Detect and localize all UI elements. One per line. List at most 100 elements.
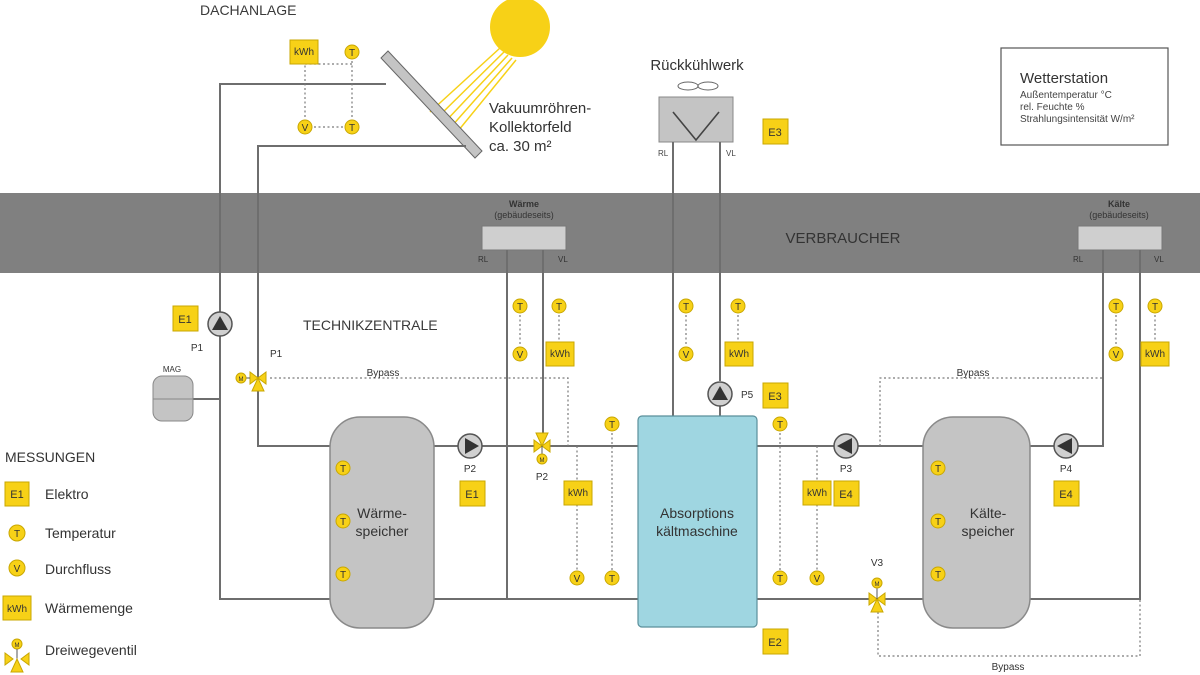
legend-item-waermemenge: kWh Wärmemenge [2, 595, 133, 621]
svg-text:T: T [14, 529, 20, 540]
consumer-heat-box [481, 225, 567, 251]
svg-text:Elektro: Elektro [45, 486, 89, 502]
consumer-heat-vl: VL [558, 255, 568, 264]
pump-p2 [457, 433, 483, 459]
consumer-cold-sub: (gebäudeseits) [1089, 210, 1149, 220]
svg-text:V: V [683, 350, 690, 361]
tank-abs-label-2: kältmaschine [656, 523, 738, 539]
valve-p2-label: P2 [536, 472, 549, 483]
svg-text:kWh: kWh [729, 349, 749, 360]
electric-meter-e4: E4 [1053, 480, 1080, 507]
temperature-sensor: T [772, 570, 788, 586]
legend-item-elektro: E1 Elektro [4, 481, 89, 507]
consumer-cold-title: Kälte [1108, 199, 1130, 209]
electric-meter-e1: E1 [459, 480, 486, 507]
flow-sensor: V [569, 570, 585, 586]
svg-text:kWh: kWh [7, 604, 27, 615]
heat-meter: kWh [802, 480, 832, 506]
svg-text:kWh: kWh [294, 47, 314, 58]
svg-text:kWh: kWh [550, 349, 570, 360]
pump-p5 [707, 381, 733, 407]
weather-title: Wetterstation [1020, 70, 1108, 87]
temperature-sensor: T [604, 570, 620, 586]
svg-text:T: T [349, 123, 355, 134]
sensors: T V T T T V T T V T T V T V T T T V T T … [297, 44, 1163, 586]
flow-sensor: V [1108, 346, 1124, 362]
valve-p1-label: P1 [270, 349, 283, 360]
svg-text:T: T [340, 464, 346, 475]
fan-icon [677, 81, 719, 91]
svg-text:M: M [239, 377, 244, 383]
valve-p1-icon: M [235, 371, 267, 392]
svg-text:Durchfluss: Durchfluss [45, 561, 111, 577]
legend-title: MESSUNGEN [5, 449, 95, 465]
heat-meter: kWh [1140, 341, 1170, 367]
heat-meter: kWh [545, 341, 575, 367]
flow-sensor: V [297, 119, 313, 135]
svg-text:T: T [556, 302, 562, 313]
pump-p4 [1053, 433, 1079, 459]
svg-text:T: T [935, 570, 941, 581]
temperature-sensor: T [678, 298, 694, 314]
heat-meter: kWh [289, 39, 319, 65]
svg-text:E4: E4 [839, 489, 852, 501]
pump-p4-label: P4 [1060, 464, 1073, 475]
collector-label-1: Vakuumröhren- [489, 100, 591, 117]
svg-text:T: T [609, 420, 615, 431]
legend: MESSUNGEN E1 Elektro T Temperatur V Durc… [2, 449, 137, 673]
svg-text:V: V [517, 350, 524, 361]
svg-text:T: T [1152, 302, 1158, 313]
heat-meter: kWh [563, 480, 593, 506]
svg-text:T: T [935, 517, 941, 528]
temperature-sensor: T [1147, 298, 1163, 314]
temperature-sensor: T [1108, 298, 1124, 314]
svg-text:E3: E3 [768, 391, 781, 403]
svg-text:T: T [517, 302, 523, 313]
tank-heat [329, 416, 435, 629]
consumer-cold-box [1077, 225, 1163, 251]
temperature-sensor: T [335, 513, 351, 529]
technik-title: TECHNIKZENTRALE [303, 317, 438, 333]
svg-text:kWh: kWh [807, 488, 827, 499]
cooling-tower-box [658, 96, 734, 143]
valve-p2-icon: M [533, 432, 551, 465]
svg-text:T: T [340, 517, 346, 528]
temperature-sensor: T [772, 416, 788, 432]
collector-label-2: Kollektorfeld [489, 119, 572, 136]
svg-text:M: M [540, 458, 545, 464]
svg-text:Dreiwegeventil: Dreiwegeventil [45, 642, 137, 658]
svg-text:E1: E1 [10, 489, 23, 501]
consumer-cold-vl: VL [1154, 255, 1164, 264]
heat-meters: kWh kWh kWh kWh kWh kWh [289, 39, 1170, 506]
svg-text:E1: E1 [465, 489, 478, 501]
temperature-sensor: T [344, 44, 360, 60]
svg-text:M: M [15, 643, 20, 649]
svg-text:T: T [683, 302, 689, 313]
valve-v3-label: V3 [871, 558, 884, 569]
electric-meter-e3: E3 [762, 382, 789, 409]
svg-text:T: T [777, 574, 783, 585]
flow-sensor: V [512, 346, 528, 362]
band-label: VERBRAUCHER [785, 230, 900, 247]
svg-text:T: T [1113, 302, 1119, 313]
collector-label-3: ca. 30 m² [489, 138, 552, 155]
cooling-tower-label: Rückkühlwerk [650, 57, 744, 74]
temperature-sensor: T [512, 298, 528, 314]
tank-cold-label-2: speicher [962, 523, 1015, 539]
weather-line-1: Außentemperatur °C [1020, 90, 1112, 101]
tank-heat-label-1: Wärme- [357, 505, 407, 521]
svg-text:T: T [735, 302, 741, 313]
temperature-sensor: T [930, 513, 946, 529]
svg-text:E3: E3 [768, 127, 781, 139]
svg-text:E1: E1 [178, 314, 191, 326]
electric-meter-e4: E4 [833, 480, 860, 507]
pump-p3-label: P3 [840, 464, 853, 475]
mag-label: MAG [163, 365, 181, 374]
temperature-sensor: T [335, 460, 351, 476]
svg-text:Wärmemenge: Wärmemenge [45, 600, 133, 616]
flow-sensor: V [678, 346, 694, 362]
tower-vl: VL [726, 149, 736, 158]
electric-meter-e3: E3 [762, 118, 789, 145]
svg-text:E2: E2 [768, 637, 781, 649]
pump-p2-label: P2 [464, 464, 477, 475]
